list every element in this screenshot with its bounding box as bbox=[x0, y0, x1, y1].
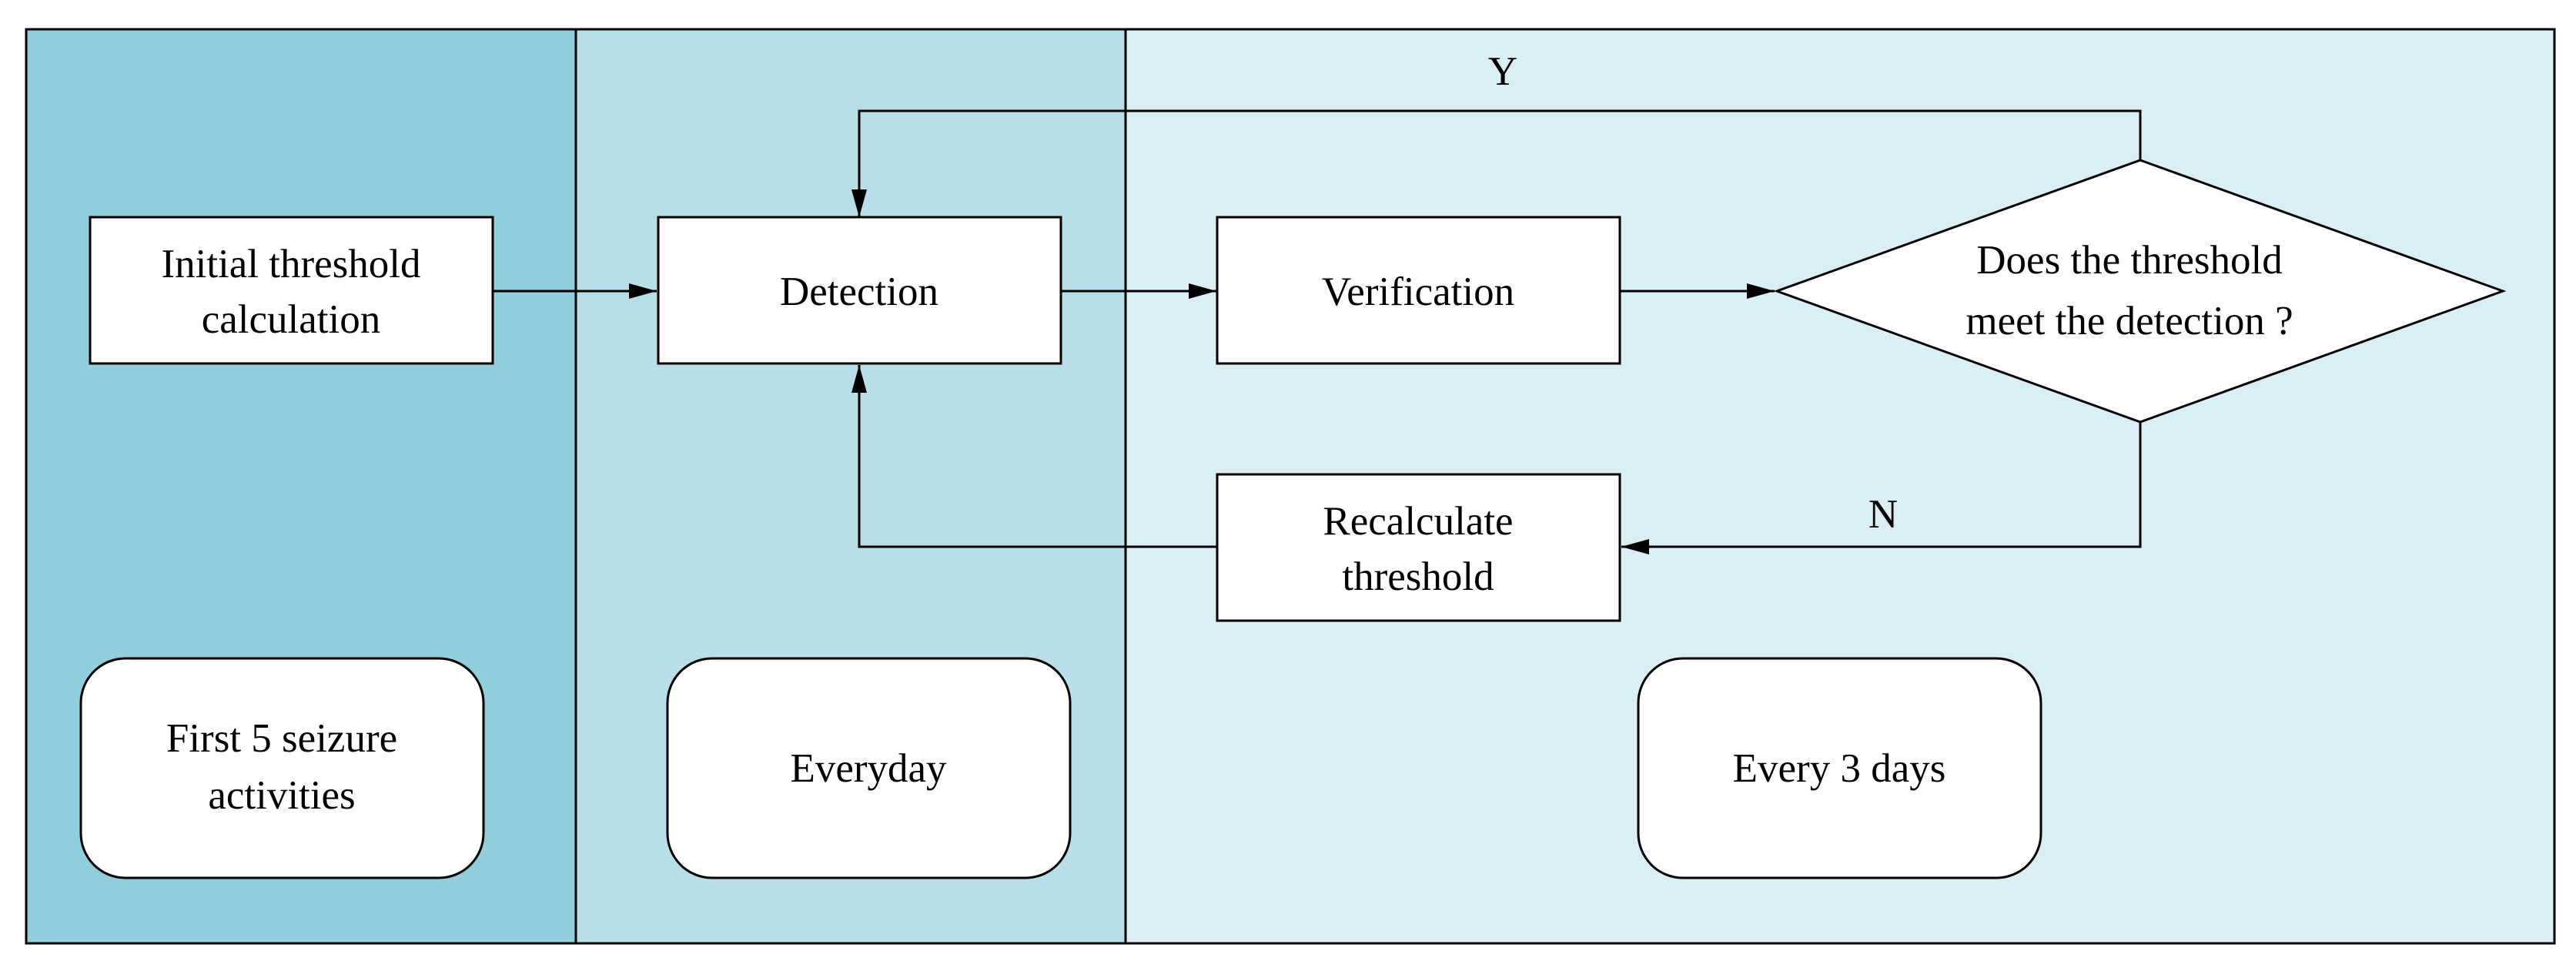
diagram-border bbox=[25, 28, 2556, 945]
lane-3-label: Every 3 days bbox=[1733, 746, 1946, 791]
arrow-decision-no-to-recalculate bbox=[1621, 422, 2142, 554]
initial-threshold-line1: Initial threshold bbox=[161, 242, 420, 286]
lane-3-label-box: Every 3 days bbox=[1637, 657, 2042, 879]
lane-1-label-line2: activities bbox=[208, 773, 355, 818]
verification-box: Verification bbox=[1216, 216, 1621, 365]
yes-label: Y bbox=[1488, 49, 1517, 94]
arrow-decision-yes-to-detection bbox=[851, 109, 2142, 217]
no-label: N bbox=[1868, 492, 1898, 537]
recalculate-line2: threshold bbox=[1342, 554, 1494, 599]
lane-1-label-line1: First 5 seizure bbox=[166, 716, 397, 761]
initial-threshold-line2: calculation bbox=[202, 297, 381, 342]
initial-threshold-box: Initial threshold calculation bbox=[89, 216, 494, 365]
detection-box: Detection bbox=[657, 216, 1062, 365]
lane-2-label-box: Everyday bbox=[666, 657, 1072, 879]
recalculate-threshold-box: Recalculate threshold bbox=[1216, 473, 1621, 622]
detection-label: Detection bbox=[780, 270, 938, 314]
arrow-recalculate-to-detection bbox=[851, 365, 1216, 548]
recalculate-line1: Recalculate bbox=[1323, 499, 1513, 544]
decision-line2: meet the detection ? bbox=[1965, 299, 2293, 343]
verification-label: Verification bbox=[1322, 270, 1514, 314]
decision-line1: Does the threshold bbox=[1976, 238, 2282, 283]
lane-1-label-box: First 5 seizure activities bbox=[79, 657, 485, 879]
lane-2-label: Everyday bbox=[790, 746, 947, 791]
decision-diamond: Does the threshold meet the detection ? bbox=[1773, 159, 2507, 424]
